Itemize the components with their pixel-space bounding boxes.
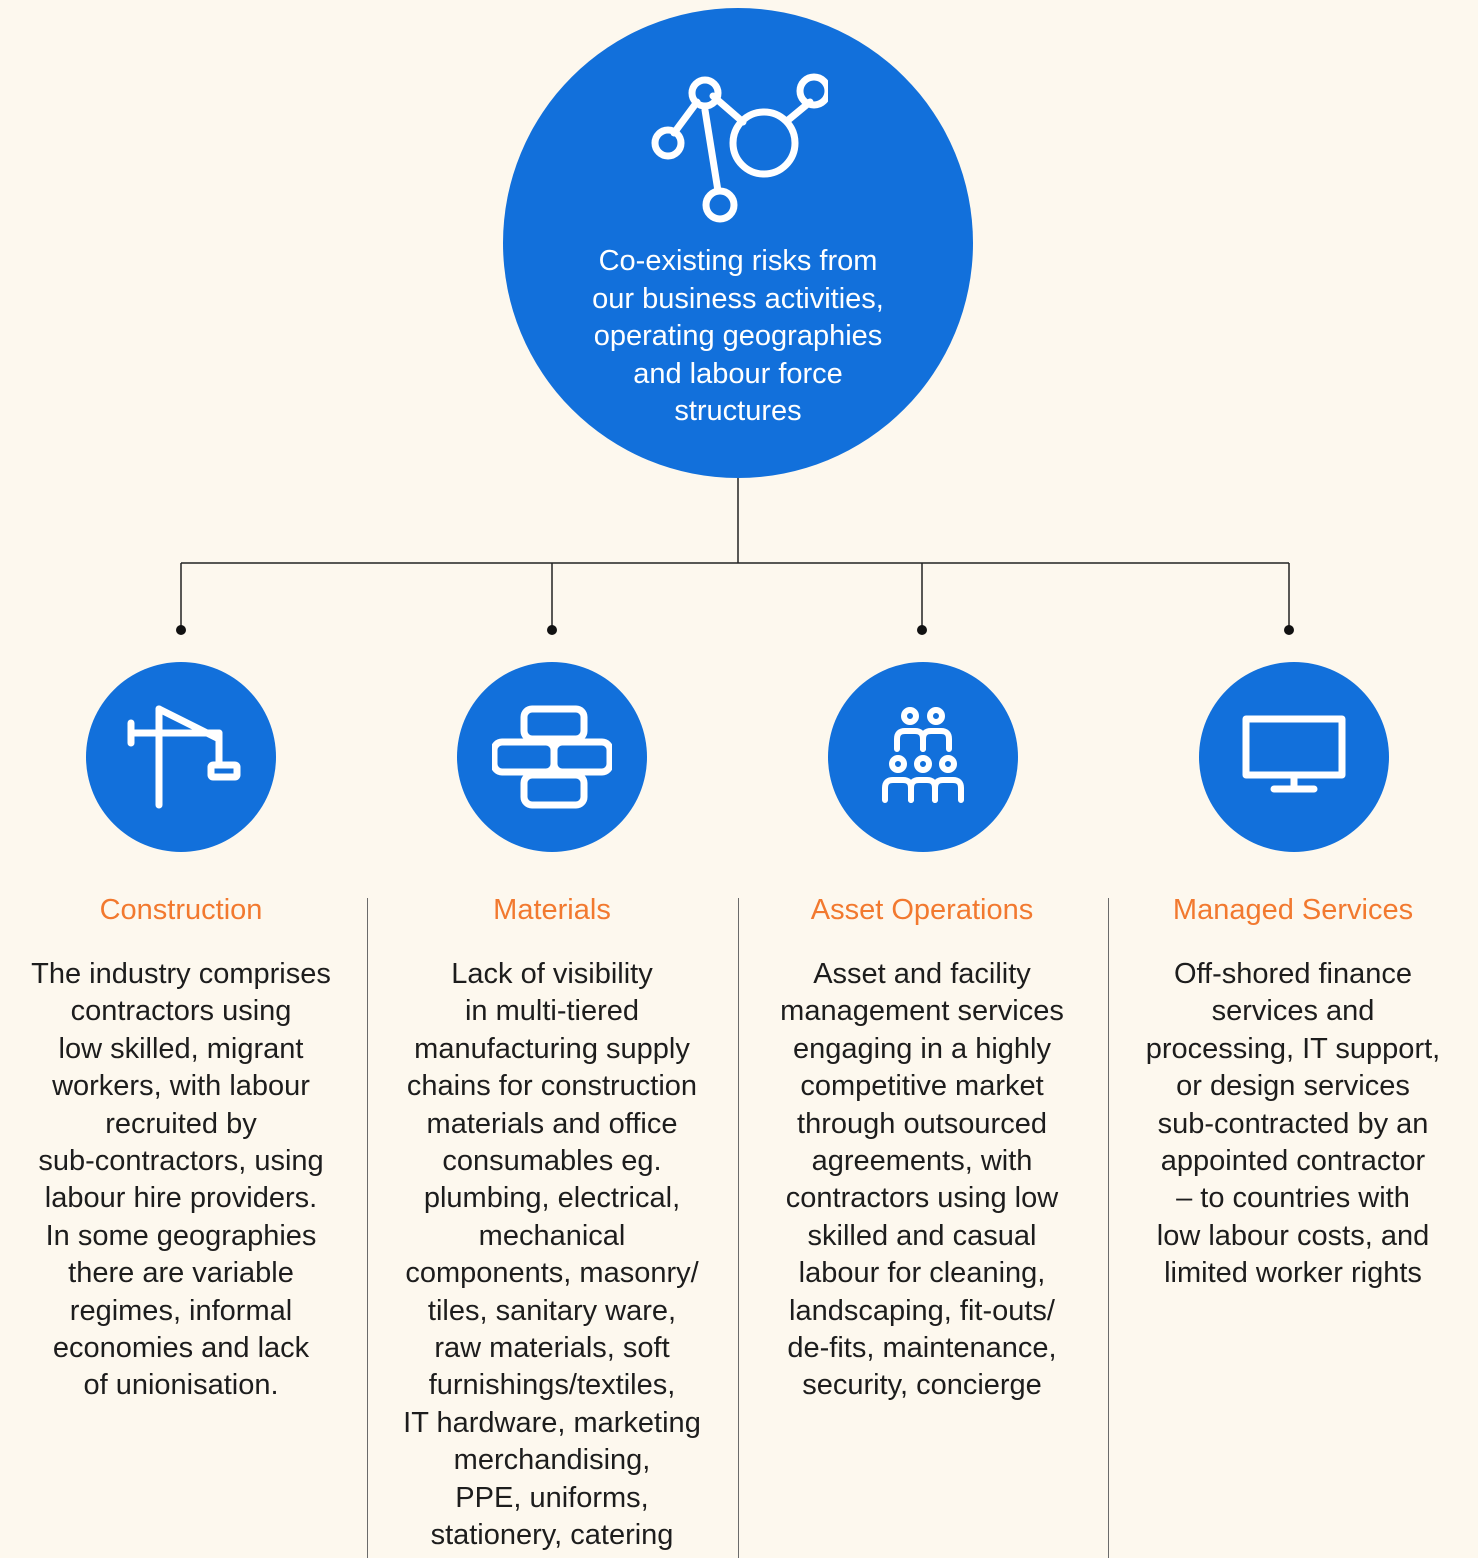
construction-circle: [86, 662, 276, 852]
construction-title: Construction: [99, 894, 263, 926]
managed-services-title: Managed Services: [1172, 894, 1414, 926]
column-divider: [367, 898, 368, 1558]
materials-column: Materials Lack of visibility in multi-ti…: [372, 890, 732, 1555]
branch-dot-materials: [547, 625, 557, 635]
materials-description: Lack of visibility in multi-tiered manuf…: [403, 958, 701, 1552]
column-divider: [1108, 898, 1109, 1558]
construction-column: Construction The industry comprises cont…: [1, 890, 361, 1405]
connector-lines: [176, 478, 1294, 635]
asset-operations-description: Asset and facility management services e…: [780, 958, 1064, 1402]
network-nodes-icon: [651, 73, 828, 223]
bricks-icon: [492, 705, 612, 809]
branch-dot-asset-operations: [917, 625, 927, 635]
central-risk-circle: Co-existing risks from our business acti…: [503, 8, 973, 478]
managed-services-description: Off-shored finance services and processi…: [1145, 958, 1441, 1290]
branch-dot-managed-services: [1284, 625, 1294, 635]
crane-icon: [127, 705, 241, 809]
monitor-icon: [1242, 715, 1346, 793]
asset-operations-title: Asset Operations: [810, 894, 1034, 926]
construction-description: The industry comprises contractors using…: [31, 958, 331, 1402]
managed-services-circle: [1199, 662, 1389, 852]
materials-title: Materials: [493, 894, 611, 926]
managed-services-column: Managed Services Off-shored finance serv…: [1113, 890, 1473, 1293]
central-risk-text: Co-existing risks from our business acti…: [592, 245, 884, 427]
branch-dot-construction: [176, 625, 186, 635]
materials-circle: [457, 662, 647, 852]
column-divider: [738, 898, 739, 1558]
asset-operations-column: Asset Operations Asset and facility mana…: [742, 890, 1102, 1405]
asset-operations-circle: [828, 662, 1018, 852]
people-group-icon: [882, 707, 964, 803]
